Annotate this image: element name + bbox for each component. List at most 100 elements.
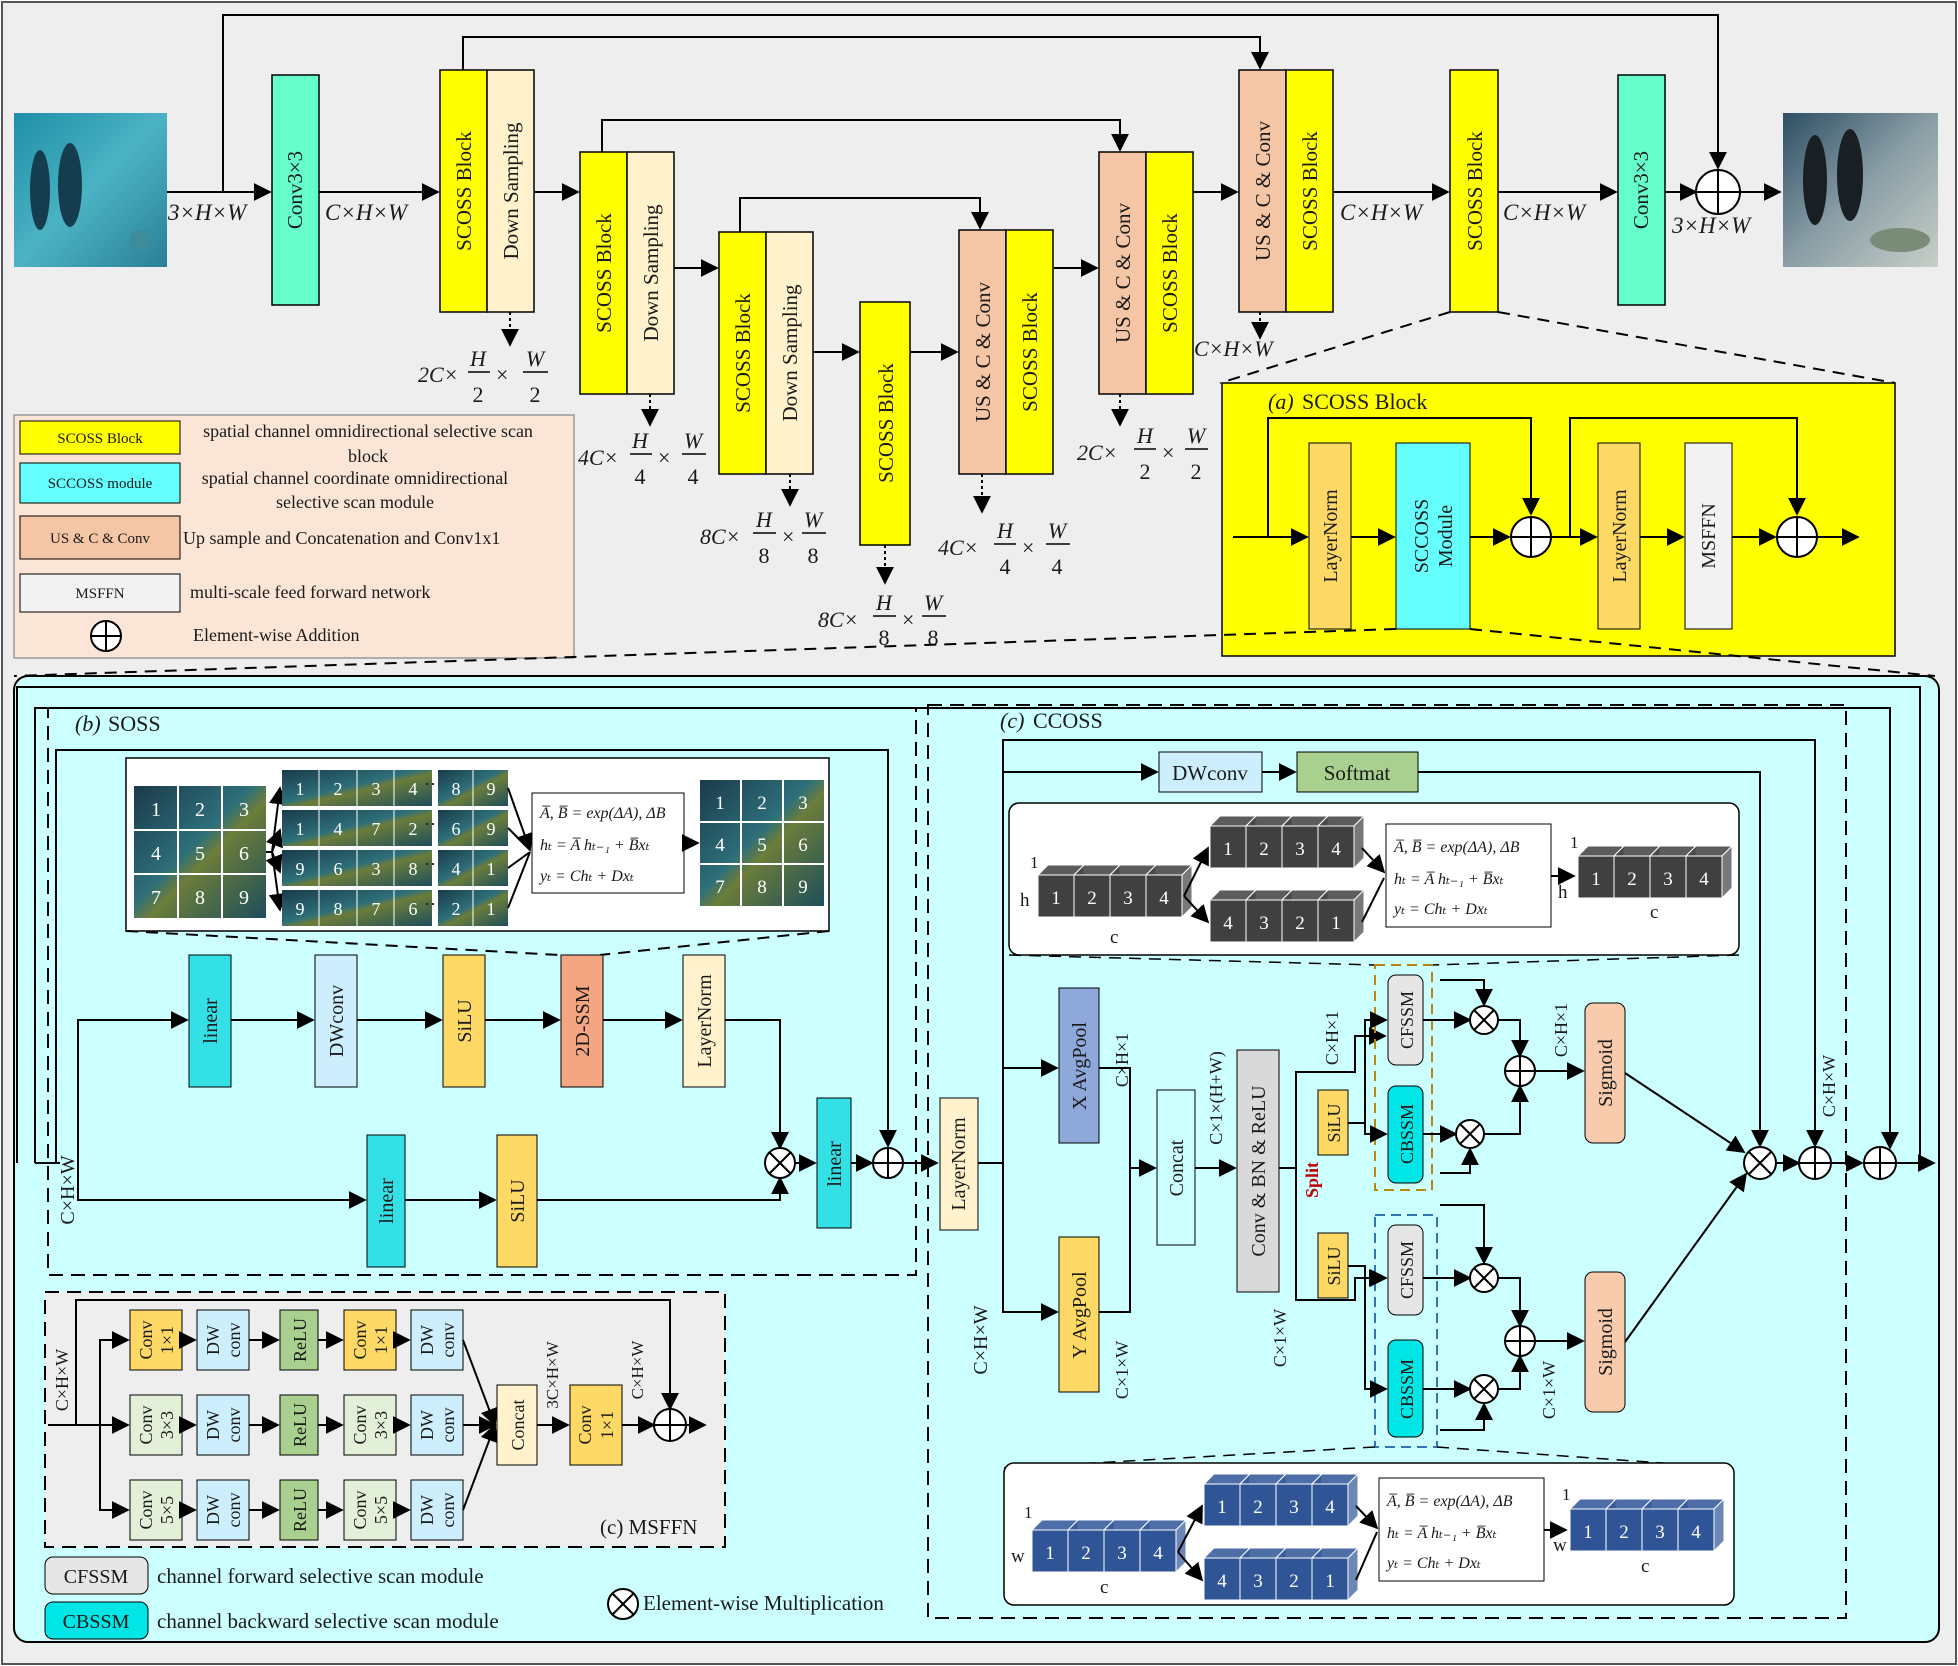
svg-text:SiLU: SiLU: [1324, 1246, 1344, 1285]
svg-text:Conv: Conv: [575, 1405, 595, 1444]
svg-text:hₜ = A̅ hₜ₋₁ + B̅xₜ: hₜ = A̅ hₜ₋₁ + B̅xₜ: [1394, 871, 1504, 888]
svg-text:5: 5: [195, 843, 205, 865]
decoder-stage-2: US & C & Conv SCOSS Block: [1098, 151, 1194, 395]
svg-text:CBSSM: CBSSM: [63, 1611, 130, 1633]
svg-text:Down Sampling: Down Sampling: [639, 204, 663, 342]
svg-text:C×1×W: C×1×W: [1270, 1309, 1290, 1367]
svg-text:CFSSM: CFSSM: [1397, 991, 1417, 1049]
cube-label: 1: [1591, 869, 1601, 890]
svg-text:SOSS: SOSS: [108, 711, 161, 736]
add-circle-top: [1695, 169, 1741, 215]
cube-label: 3: [1259, 913, 1269, 934]
svg-text:8C×: 8C×: [700, 524, 741, 549]
add-lower: [1504, 1325, 1536, 1357]
multiply-lower-1: [1469, 1263, 1499, 1293]
cube-label: 4: [1159, 888, 1169, 909]
scoss-block-panel: (a) SCOSS Block LayerNorm SCCOSS Module …: [13, 311, 1936, 677]
svg-text:8: 8: [759, 543, 770, 568]
cube-label: 3: [1289, 1497, 1299, 1518]
svg-text:6: 6: [409, 899, 418, 919]
svg-text:MSFFN: MSFFN: [1698, 503, 1720, 569]
scan-row-2: 1 4 7 2: [282, 810, 432, 846]
svg-text:Down Sampling: Down Sampling: [499, 122, 523, 260]
svg-text:2: 2: [409, 819, 418, 839]
svg-text:Element-wise Multiplication: Element-wise Multiplication: [643, 1591, 884, 1615]
svg-text:3: 3: [239, 799, 249, 821]
cube-label: 2: [1627, 869, 1637, 890]
svg-text:×: ×: [1162, 440, 1174, 465]
svg-text:Concat: Concat: [508, 1400, 528, 1451]
cube-label: 1: [1223, 839, 1233, 860]
output-image: [1783, 113, 1938, 267]
svg-text:linear: linear: [200, 998, 222, 1044]
svg-text:SCOSS Block: SCOSS Block: [1158, 213, 1182, 333]
svg-text:SCOSS Block: SCOSS Block: [1018, 292, 1042, 412]
svg-text:(a): (a): [1268, 389, 1294, 414]
svg-text:SCOSS Block: SCOSS Block: [592, 213, 616, 333]
svg-text:5: 5: [757, 835, 767, 856]
svg-text:yₜ = Chₜ + Dxₜ: yₜ = Chₜ + Dxₜ: [1392, 901, 1488, 918]
svg-text:c: c: [1100, 1577, 1108, 1598]
svg-text:8: 8: [757, 877, 767, 898]
cube-label: 3: [1663, 869, 1673, 890]
svg-text:H: H: [875, 590, 893, 615]
svg-text:W: W: [526, 346, 546, 371]
svg-text:DWconv: DWconv: [326, 985, 348, 1057]
dim-stage-3: 8C× H 8 × W 8: [700, 507, 826, 568]
svg-text:A̅, B̅ = exp(ΔA), ΔB: A̅, B̅ = exp(ΔA), ΔB: [1393, 839, 1520, 856]
svg-text:9: 9: [296, 899, 305, 919]
cube-label: 1: [1045, 1543, 1055, 1564]
svg-text:C×H×W: C×H×W: [628, 1340, 647, 1400]
svg-text:×: ×: [1022, 535, 1034, 560]
svg-text:channel backward selective sca: channel backward selective scan module: [157, 1609, 499, 1633]
svg-text:spatial channel coordinate omn: spatial channel coordinate omnidirection…: [202, 468, 508, 488]
svg-text:channel forward selective scan: channel forward selective scan module: [157, 1564, 484, 1588]
svg-text:7: 7: [372, 899, 381, 919]
svg-text:Module: Module: [1435, 505, 1457, 567]
input-image: [14, 113, 167, 267]
svg-text:Conv: Conv: [350, 1405, 370, 1444]
soss-panel: (b) SOSS 1 2 3 4 5 6 7 8 9: [35, 707, 939, 1276]
svg-text:6: 6: [452, 819, 461, 839]
blue-dashed-group: [1374, 1214, 1438, 1448]
svg-text:2C×: 2C×: [418, 362, 459, 387]
svg-text:3×3: 3×3: [371, 1411, 391, 1439]
svg-text:7: 7: [715, 877, 725, 898]
svg-text:linear: linear: [376, 1178, 398, 1224]
svg-text:DW: DW: [417, 1495, 437, 1525]
svg-text:conv: conv: [438, 1323, 458, 1358]
svg-text:1×1: 1×1: [597, 1411, 617, 1439]
multiply-upper-1: [1469, 1005, 1499, 1035]
cube-label: 1: [1583, 1522, 1593, 1543]
svg-text:2: 2: [334, 779, 343, 799]
svg-text:9: 9: [487, 819, 496, 839]
svg-text:SCOSS Block: SCOSS Block: [874, 363, 898, 483]
multiply-lower-2: [1469, 1374, 1499, 1404]
dim-input: 3×H×W: [167, 200, 248, 225]
scan-row-3: 9 6 3 8: [282, 850, 432, 886]
svg-text:⋯: ⋯: [424, 774, 442, 794]
svg-text:A̅, B̅ = exp(ΔA), ΔB: A̅, B̅ = exp(ΔA), ΔB: [539, 805, 666, 822]
svg-text:4: 4: [635, 464, 646, 489]
svg-text:DW: DW: [417, 1410, 437, 1440]
svg-text:×: ×: [782, 524, 794, 549]
svg-text:multi-scale feed forward netwo: multi-scale feed forward network: [190, 582, 430, 602]
svg-text:Conv3×3: Conv3×3: [1629, 151, 1653, 229]
svg-text:9: 9: [296, 859, 305, 879]
svg-text:4: 4: [334, 819, 343, 839]
svg-text:Down Sampling: Down Sampling: [778, 284, 802, 422]
svg-text:ReLU: ReLU: [290, 1488, 310, 1532]
svg-text:Split: Split: [1302, 1162, 1322, 1198]
svg-text:H: H: [1136, 423, 1154, 448]
svg-text:CBSSM: CBSSM: [1397, 1359, 1417, 1419]
svg-text:×: ×: [902, 607, 914, 632]
legend-bottom: CFSSM channel forward selective scan mod…: [44, 1556, 884, 1640]
svg-text:Conv3×3: Conv3×3: [283, 151, 307, 229]
